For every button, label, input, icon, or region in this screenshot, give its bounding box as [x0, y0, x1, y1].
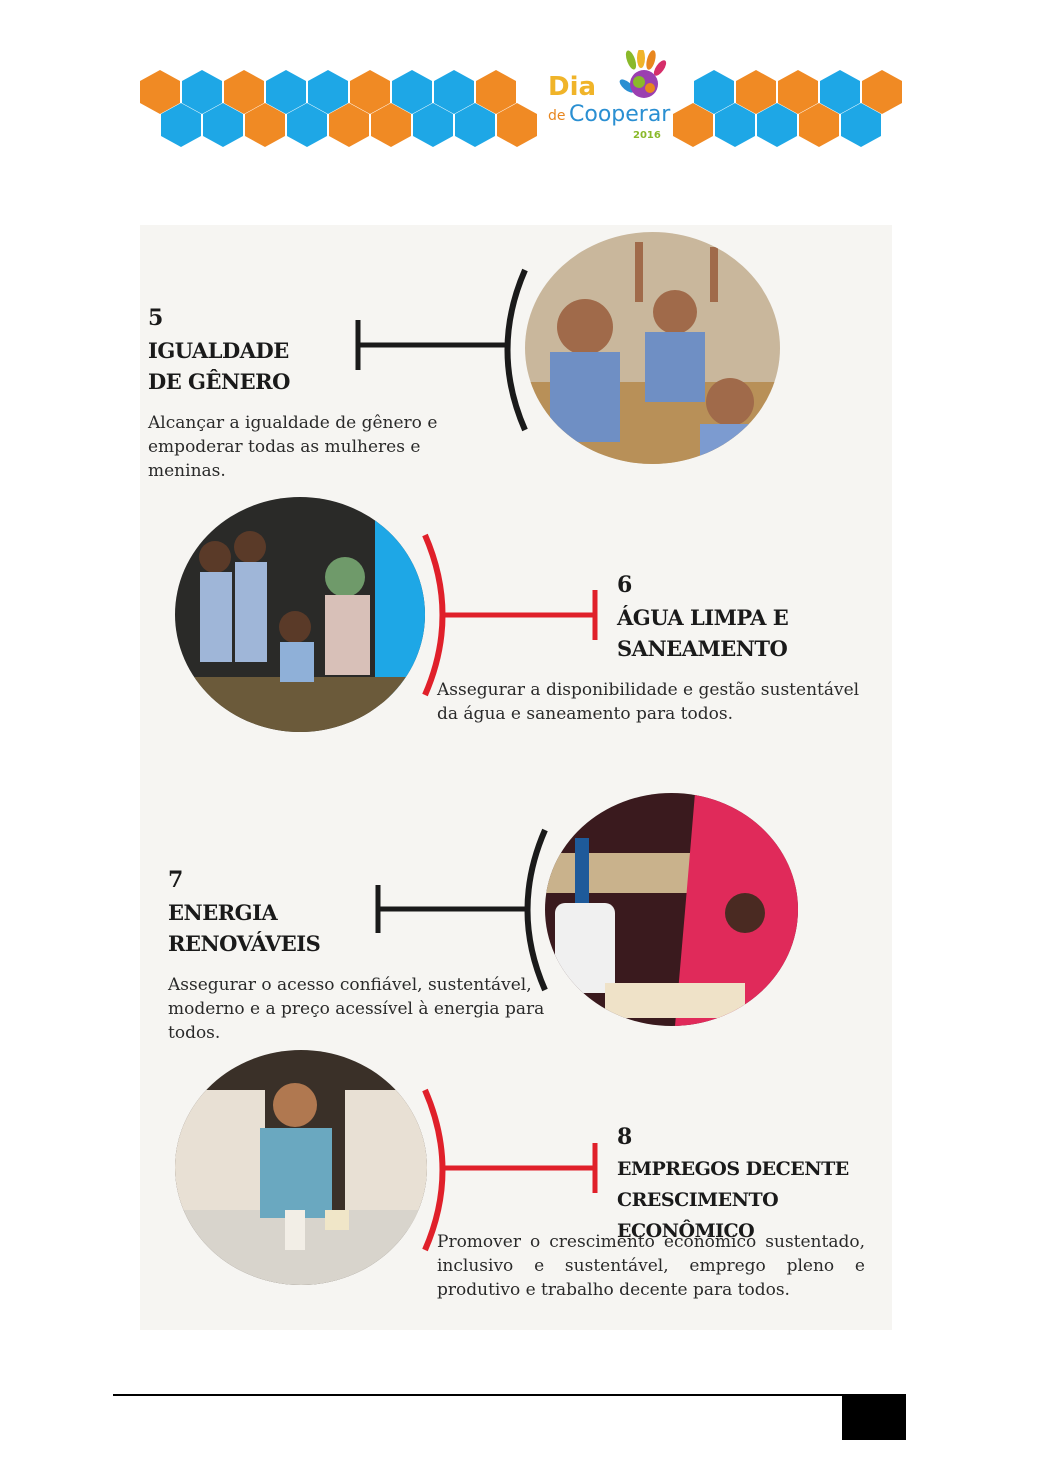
logo-word-de: de: [548, 108, 566, 124]
goal-title-line2: RENOVÁVEIS: [168, 931, 321, 956]
goal-number: 8: [617, 1124, 633, 1150]
dia-de-cooperar-logo: Dia de Cooperar 2016: [545, 50, 670, 145]
goal-6-heading: 6 ÁGUA LIMPA E SANEAMENTO: [617, 572, 887, 664]
goal-7-photo: [545, 793, 798, 1026]
hexagon-pattern-left-lower: [161, 103, 539, 147]
goal-description: Assegurar o acesso confiável, sustentáve…: [168, 975, 545, 1043]
goal-6-photo: [175, 497, 425, 732]
hexagon-pattern-right: [694, 70, 904, 114]
goal-number: 6: [617, 572, 633, 598]
colorful-hand-icon: [619, 50, 667, 98]
goal-5-photo: [525, 232, 780, 464]
goal-5-block: 5 IGUALDADE DE GÊNERO Alcançar a igualda…: [148, 305, 508, 483]
logo-word-cooperar: Cooperar: [569, 102, 671, 127]
goal-number: 5: [148, 305, 164, 331]
goal-7-block: 7 ENERGIA RENOVÁVEIS Assegurar o acesso …: [168, 867, 588, 1045]
goal-title-line2: SANEAMENTO: [617, 636, 788, 661]
goal-number: 7: [168, 867, 184, 893]
goal-title-line2: DE GÊNERO: [148, 369, 290, 394]
logo-year: 2016: [633, 130, 661, 141]
goal-title-line2: CRESCIMENTO ECONÔMICO: [617, 1189, 779, 1242]
goal-8-connector: [422, 1088, 598, 1252]
goal-title-line1: ENERGIA: [168, 900, 278, 925]
hexagon-pattern-right-lower: [673, 103, 883, 147]
goal-5-connector: [355, 268, 528, 432]
goal-description: Alcançar a igualdade de gênero e empoder…: [148, 413, 438, 481]
goal-6-connector: [422, 533, 598, 697]
goal-6-description: Assegurar a disponibilidade e gestão sus…: [437, 680, 860, 724]
page-header: Dia de Cooperar 2016: [0, 0, 1040, 160]
goal-title-line1: EMPREGOS DECENTE: [617, 1158, 849, 1180]
goal-7-connector: [375, 828, 548, 992]
goal-8-description: Promover o crescimento econômico sustent…: [437, 1232, 865, 1300]
logo-word-dia: Dia: [548, 72, 597, 102]
goal-8-photo: [175, 1050, 427, 1285]
footer-rule: [113, 1394, 906, 1396]
goal-title-line1: ÁGUA LIMPA E: [617, 605, 789, 630]
goal-title-line1: IGUALDADE: [148, 338, 289, 363]
page-number-box: [842, 1396, 906, 1440]
hexagon-pattern-left: [140, 70, 518, 114]
goal-8-heading: 8 EMPREGOS DECENTE CRESCIMENTO ECONÔMICO: [617, 1124, 897, 1247]
